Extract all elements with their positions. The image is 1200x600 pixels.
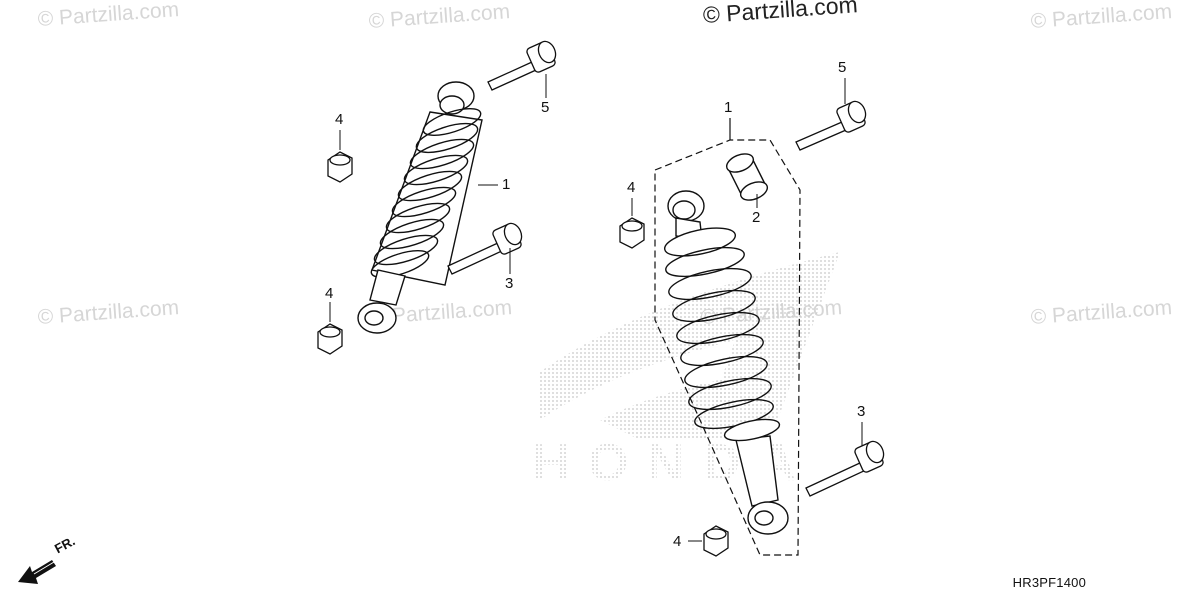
callout-nut-top-left: 4 xyxy=(335,111,344,128)
shock-absorber-right xyxy=(663,190,789,535)
assembly-outline xyxy=(654,139,801,556)
callout-nut-bottom-left: 4 xyxy=(325,285,334,302)
nut-mid-right xyxy=(619,217,645,249)
honda-logo: HONDA xyxy=(532,252,840,492)
callout-bolt-top-left: 5 xyxy=(541,99,550,116)
callout-shock-left: 1 xyxy=(502,176,511,193)
callout-bolt-lower-right: 3 xyxy=(857,403,866,420)
callout-bushing: 2 xyxy=(752,209,761,226)
leader-lines xyxy=(329,74,863,542)
front-direction-arrow-icon xyxy=(18,560,56,584)
bolt-top-right xyxy=(795,100,867,151)
bolt-lower-right xyxy=(805,440,885,497)
shock-absorber-left xyxy=(357,81,483,334)
callout-shock-right: 1 xyxy=(724,99,733,116)
nut-bottom-left xyxy=(317,323,343,355)
callout-bolt-top-right: 5 xyxy=(838,59,847,76)
callout-nut-mid-right: 4 xyxy=(627,179,636,196)
callout-nut-bottom-right: 4 xyxy=(673,533,682,550)
nut-top-left xyxy=(327,151,353,183)
diagram-code: HR3PF1400 xyxy=(1012,575,1086,590)
nut-bottom-right xyxy=(703,525,729,557)
bolt-lower-left xyxy=(447,222,523,275)
bushing xyxy=(725,153,769,201)
callout-bolt-lower-left: 3 xyxy=(505,275,514,292)
bolt-top-left xyxy=(487,40,557,91)
